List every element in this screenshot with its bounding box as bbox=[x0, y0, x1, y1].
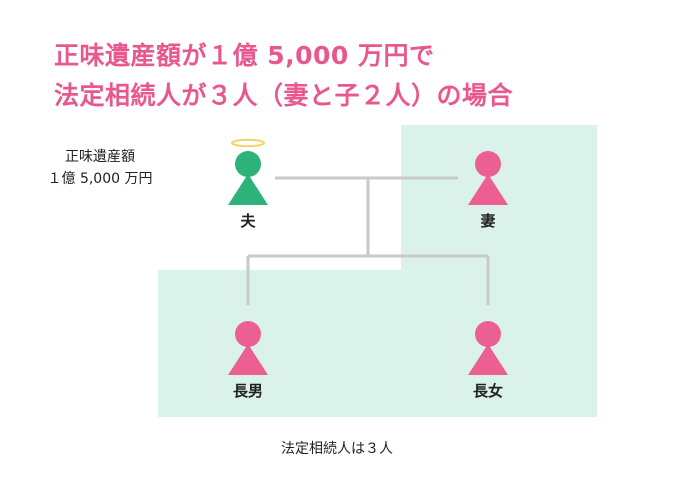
estate-label: 正味遺産額 bbox=[65, 149, 135, 165]
husband-figure bbox=[228, 138, 268, 205]
halo-icon bbox=[231, 138, 265, 148]
eldest-son-figure bbox=[228, 321, 268, 375]
eldest-daughter-label: 長女 bbox=[472, 382, 503, 400]
eldest-son-label: 長男 bbox=[232, 382, 263, 400]
wife-label: 妻 bbox=[480, 212, 496, 230]
estate-value: １億 5,000 万円 bbox=[47, 171, 153, 187]
connector-lines bbox=[246, 176, 490, 305]
title-line-1: 正味遺産額が１億 5,000 万円で bbox=[54, 41, 435, 70]
eldest-daughter-figure bbox=[468, 321, 508, 375]
estate-amount: 正味遺産額 １億 5,000 万円 bbox=[30, 146, 170, 190]
title-line-2: 法定相続人が３人（妻と子２人）の場合 bbox=[54, 81, 514, 110]
husband-label: 夫 bbox=[240, 212, 256, 230]
heir-region bbox=[158, 125, 597, 417]
heir-count-caption: 法定相続人は３人 bbox=[281, 441, 393, 457]
wife-figure bbox=[468, 151, 508, 205]
page-title: 正味遺産額が１億 5,000 万円で 法定相続人が３人（妻と子２人）の場合 bbox=[54, 36, 513, 116]
